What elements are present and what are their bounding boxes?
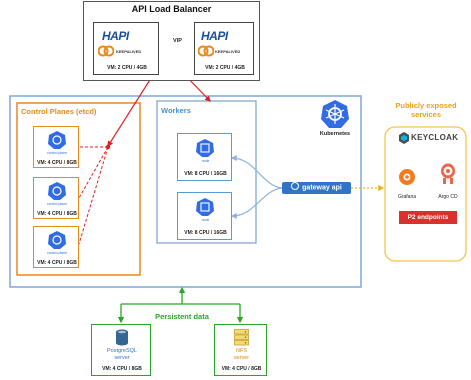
gateway-icon (291, 182, 300, 190)
argocd-label: Argo CD (438, 194, 458, 200)
vm-spec: VM: 4 CPU / 8GB (37, 211, 77, 217)
database-icon (116, 329, 128, 346)
vm-spec: VM: 4 CPU / 8GB (102, 366, 142, 372)
haproxy-node-1: HAPI KEEPALIVED VM: 2 CPU / 4GB (93, 22, 159, 75)
vm-spec: VM: 2 CPU / 4GB (107, 65, 147, 71)
control-plane-icon-label: control plane (46, 202, 68, 206)
persistent-data-title: Persistent data (150, 312, 214, 321)
vm-spec: VM: 4 CPU / 8GB (37, 160, 77, 166)
kubernetes-node-icon (196, 139, 214, 157)
public-services-box (384, 126, 467, 262)
kubernetes-label: Kubernetes (319, 131, 351, 137)
control-plane-node-3: control plane VM: 4 CPU / 8GB (33, 226, 79, 268)
gateway-label: gateway api (302, 184, 342, 192)
haproxy-node-2: HAPI KEEPALIVED VM: 2 CPU / 4GB (194, 22, 254, 75)
workers-title: Workers (161, 106, 191, 115)
public-services-title: Publicly exposed services (395, 101, 457, 119)
load-balancer-group: API Load Balancer HAPI KEEPALIVED VM: 2 … (83, 1, 260, 81)
control-plane-icon-label: control plane (46, 251, 68, 255)
keepalived-icon (198, 45, 214, 57)
kubernetes-node-icon (196, 198, 214, 216)
kubernetes-control-plane-icon (48, 131, 66, 149)
grafana-icon (399, 169, 415, 185)
keycloak-icon (399, 132, 409, 144)
control-plane-icon-label: control plane (46, 151, 68, 155)
vip-label: VIP (172, 38, 183, 44)
vm-spec: VM: 4 CPU / 8GB (221, 366, 262, 372)
keepalived-label: KEEPALIVED (215, 49, 241, 54)
nfs-name: NFS (236, 348, 247, 354)
postgresql-server-label: server (114, 355, 130, 361)
control-plane-node-2: control plane VM: 4 CPU / 8GB (33, 177, 79, 219)
p2-endpoints: P2 endpoints (399, 211, 457, 224)
vm-spec: VM: 8 CPU / 16GB (184, 230, 227, 236)
worker-node-1: node VM: 8 CPU / 16GB (177, 133, 232, 181)
vm-spec: VM: 4 CPU / 8GB (37, 260, 77, 266)
control-plane-node-1: control plane VM: 4 CPU / 8GB (33, 126, 79, 168)
grafana-label: Grafana (397, 194, 417, 200)
worker-node-2: node VM: 8 CPU / 16GB (177, 192, 232, 240)
postgresql-name: PostgreSQL (107, 348, 137, 354)
server-icon (234, 329, 249, 346)
nfs-server-label: server (233, 355, 250, 361)
kubernetes-icon (321, 100, 349, 128)
node-icon-label: node (201, 218, 210, 222)
kubernetes-control-plane-icon (48, 182, 66, 200)
gateway-api: gateway api (282, 182, 351, 194)
vm-spec: VM: 2 CPU / 4GB (205, 65, 245, 71)
keepalived-label: KEEPALIVED (116, 49, 142, 54)
keepalived-icon (98, 45, 114, 57)
load-balancer-title: API Load Balancer (131, 4, 212, 14)
kubernetes-control-plane-icon (48, 231, 66, 249)
control-planes-title: Control Planes (etcd) (21, 107, 97, 116)
keycloak-logo: KEYCLOAK (398, 132, 464, 146)
haproxy-logo: HAPI (201, 29, 228, 43)
argocd-icon (441, 163, 455, 184)
node-icon-label: node (201, 159, 210, 163)
postgresql-server: PostgreSQL server VM: 4 CPU / 8GB (91, 324, 151, 376)
haproxy-logo: HAPI (102, 29, 129, 43)
vm-spec: VM: 8 CPU / 16GB (184, 171, 227, 177)
keycloak-label: KEYCLOAK (411, 133, 459, 142)
nfs-server: NFS server VM: 4 CPU / 8GB (214, 324, 267, 376)
